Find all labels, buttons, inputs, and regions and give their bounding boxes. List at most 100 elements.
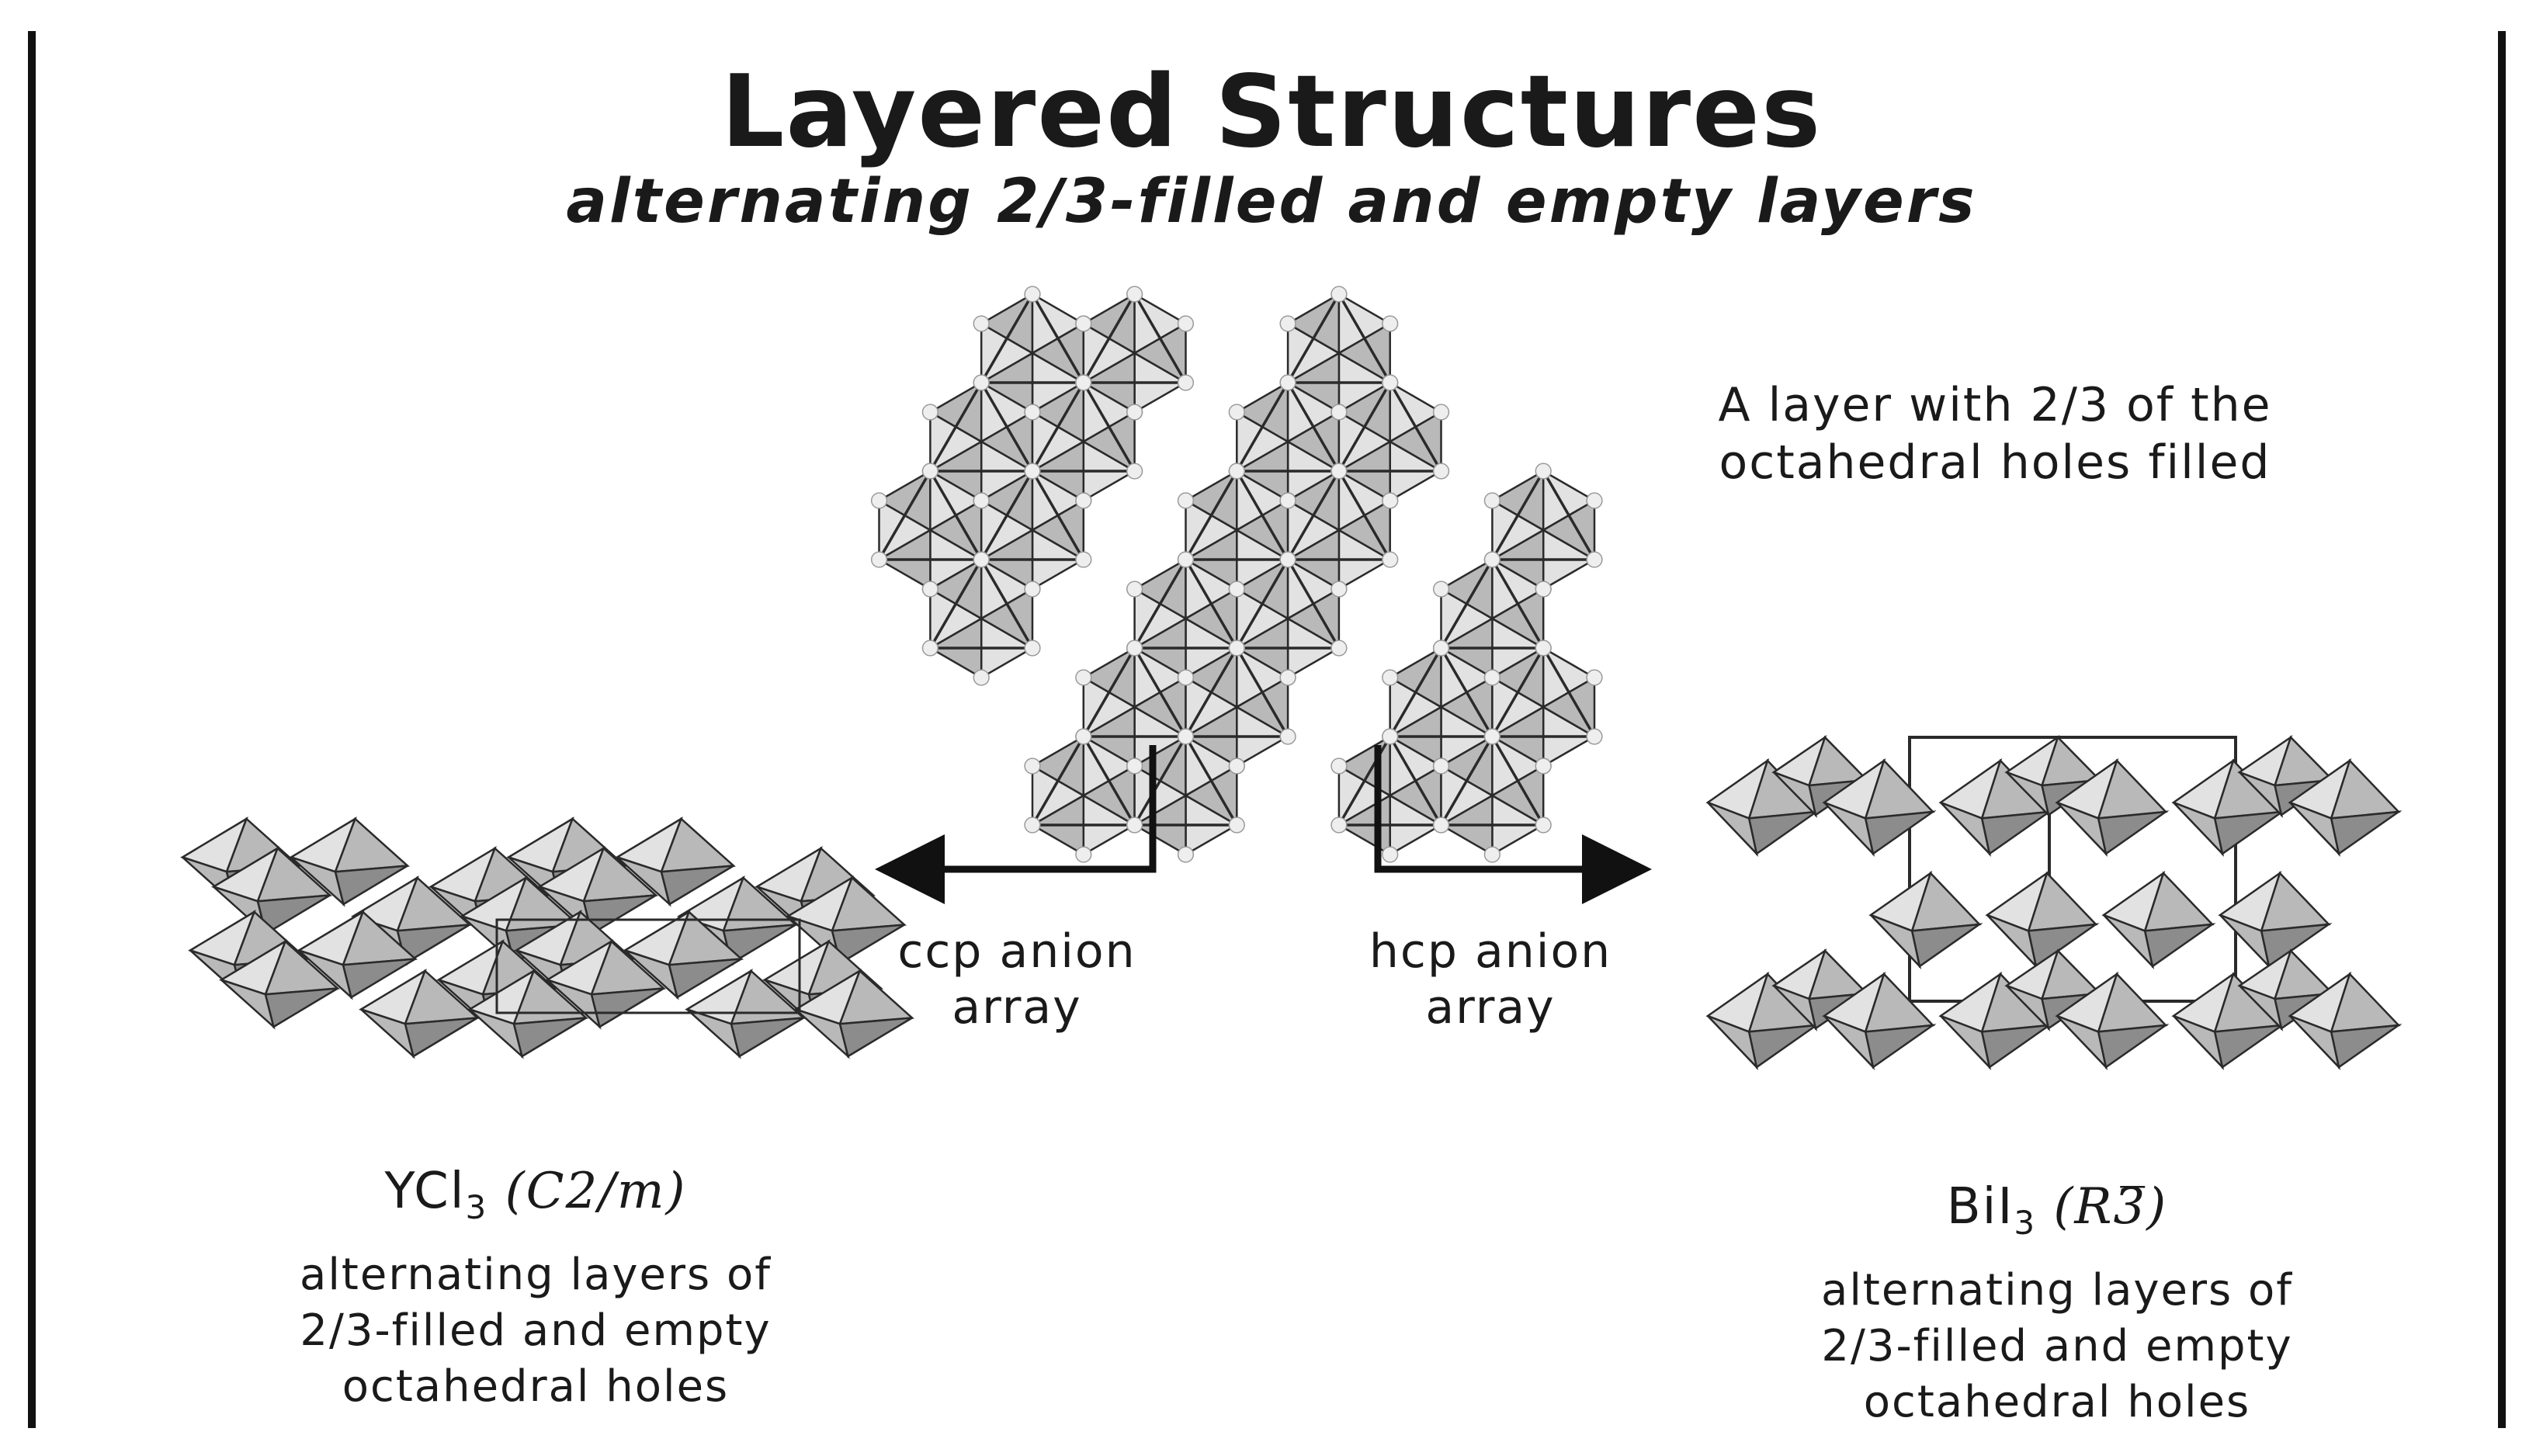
anion-atom: [1228, 816, 1245, 834]
anion-atom: [1535, 463, 1552, 480]
anion-atom: [1075, 315, 1092, 332]
anion-atom: [1126, 757, 1143, 775]
octahedron: [1330, 374, 1450, 509]
bii3-caption: BiI3 (R3̅) alternating layers of 2/3-fil…: [1708, 1172, 2406, 1430]
octahedron: [1985, 870, 2100, 970]
anion-atom: [1177, 728, 1195, 745]
octahedron: [297, 910, 418, 1000]
anion-atom: [1075, 728, 1092, 745]
octahedron: [289, 816, 410, 907]
octahedron: [1822, 971, 1937, 1071]
octahedron: [1938, 757, 2053, 858]
anion-atom: [1330, 640, 1348, 657]
bii3-formula-base: BiI: [1946, 1178, 2014, 1236]
page-title: Layered Structures: [720, 54, 1823, 170]
anion-atom: [1075, 669, 1092, 686]
anion-atom: [1024, 816, 1041, 834]
anion-atom: [1024, 640, 1041, 657]
anion-atom: [1483, 669, 1500, 686]
anion-atom: [973, 551, 990, 568]
ycl3-space-group: (C2/m): [505, 1163, 687, 1220]
ycl3-description-line-2: 2/3-filled and empty: [300, 1305, 772, 1356]
right-border-line: [2498, 31, 2506, 1428]
octahedron: [786, 875, 907, 966]
anion-atom: [1535, 581, 1552, 598]
octahedron: [1432, 728, 1552, 863]
anion-atom: [973, 669, 990, 686]
anion-atom: [1483, 551, 1500, 568]
anion-atom: [1126, 640, 1143, 657]
octahedron: [623, 910, 744, 1000]
octahedron: [2055, 971, 2170, 1071]
anion-atom: [1075, 551, 1092, 568]
ccp-arrow: [875, 745, 1157, 904]
anion-atom: [1024, 757, 1041, 775]
hcp-arrow: [1374, 745, 1652, 904]
ccp-label-line-2: array: [952, 980, 1082, 1035]
bii3-formula: BiI3 (R3̅): [1708, 1172, 2406, 1258]
anion-atom: [1228, 404, 1245, 421]
anion-atom: [1586, 669, 1603, 686]
ccp-label-line-1: ccp anion: [897, 924, 1136, 979]
anion-atom: [1177, 669, 1195, 686]
anion-atom: [1586, 492, 1603, 509]
anion-atom: [921, 640, 938, 657]
anion-atom: [1024, 581, 1041, 598]
anion-atom: [1228, 640, 1245, 657]
anion-atom: [1586, 551, 1603, 568]
bii3-description-line-3: octahedral holes: [1863, 1376, 2251, 1427]
octahedron: [2288, 971, 2402, 1071]
octahedron: [973, 463, 1092, 598]
octahedron: [1705, 757, 1820, 858]
ycl3-description-line-3: octahedral holes: [342, 1361, 730, 1412]
octahedron: [615, 816, 736, 907]
bii3-space-group: (R3̅): [2053, 1178, 2168, 1236]
octahedron: [537, 846, 658, 937]
layer-caption-line-1: A layer with 2/3 of the: [1718, 378, 2272, 432]
anion-atom: [1024, 286, 1041, 303]
anion-atom: [1126, 463, 1143, 480]
octahedron: [1177, 640, 1296, 775]
anion-atom: [921, 581, 938, 598]
anion-atom: [1177, 492, 1195, 509]
octahedron: [1938, 971, 2053, 1071]
anion-atom: [1382, 669, 1399, 686]
anion-atom: [1586, 728, 1603, 745]
octahedron: [467, 969, 588, 1059]
anion-atom: [1382, 315, 1399, 332]
anion-atom: [1330, 757, 1348, 775]
anion-atom: [1432, 404, 1450, 421]
ycl3-formula: YCl3 (C2/m): [186, 1156, 885, 1243]
anion-atom: [1432, 581, 1450, 598]
anion-atom: [1024, 404, 1041, 421]
anion-atom: [870, 492, 888, 509]
octahedron: [2055, 757, 2170, 858]
anion-atom: [1432, 816, 1450, 834]
octahedron: [2288, 757, 2402, 858]
anion-atom: [1382, 492, 1399, 509]
bii3-description-line-1: alternating layers of: [1821, 1264, 2293, 1316]
anion-atom: [1382, 551, 1399, 568]
bii3-formula-subscript: 3: [2014, 1203, 2037, 1242]
anion-atom: [1126, 404, 1143, 421]
octahedron: [219, 939, 340, 1030]
anion-atom: [1075, 846, 1092, 863]
ccp-anion-array-label: ccp anion array: [823, 924, 1211, 1035]
anion-atom: [1279, 315, 1296, 332]
anion-atom: [1432, 640, 1450, 657]
anion-atom: [973, 492, 990, 509]
octahedron: [2171, 971, 2286, 1071]
anion-atom: [1330, 286, 1348, 303]
anion-atom: [1382, 728, 1399, 745]
octahedron: [2101, 870, 2216, 970]
anion-atom: [921, 463, 938, 480]
octahedron: [685, 969, 806, 1059]
bii3-description-line-2: 2/3-filled and empty: [1821, 1320, 2293, 1371]
hcp-anion-array-label: hcp anion array: [1289, 924, 1692, 1035]
anion-atom: [1126, 581, 1143, 598]
anion-atom: [1330, 816, 1348, 834]
ycl3-caption: YCl3 (C2/m) alternating layers of 2/3-fi…: [186, 1156, 885, 1415]
anion-atom: [1177, 846, 1195, 863]
octahedron: [793, 969, 914, 1059]
